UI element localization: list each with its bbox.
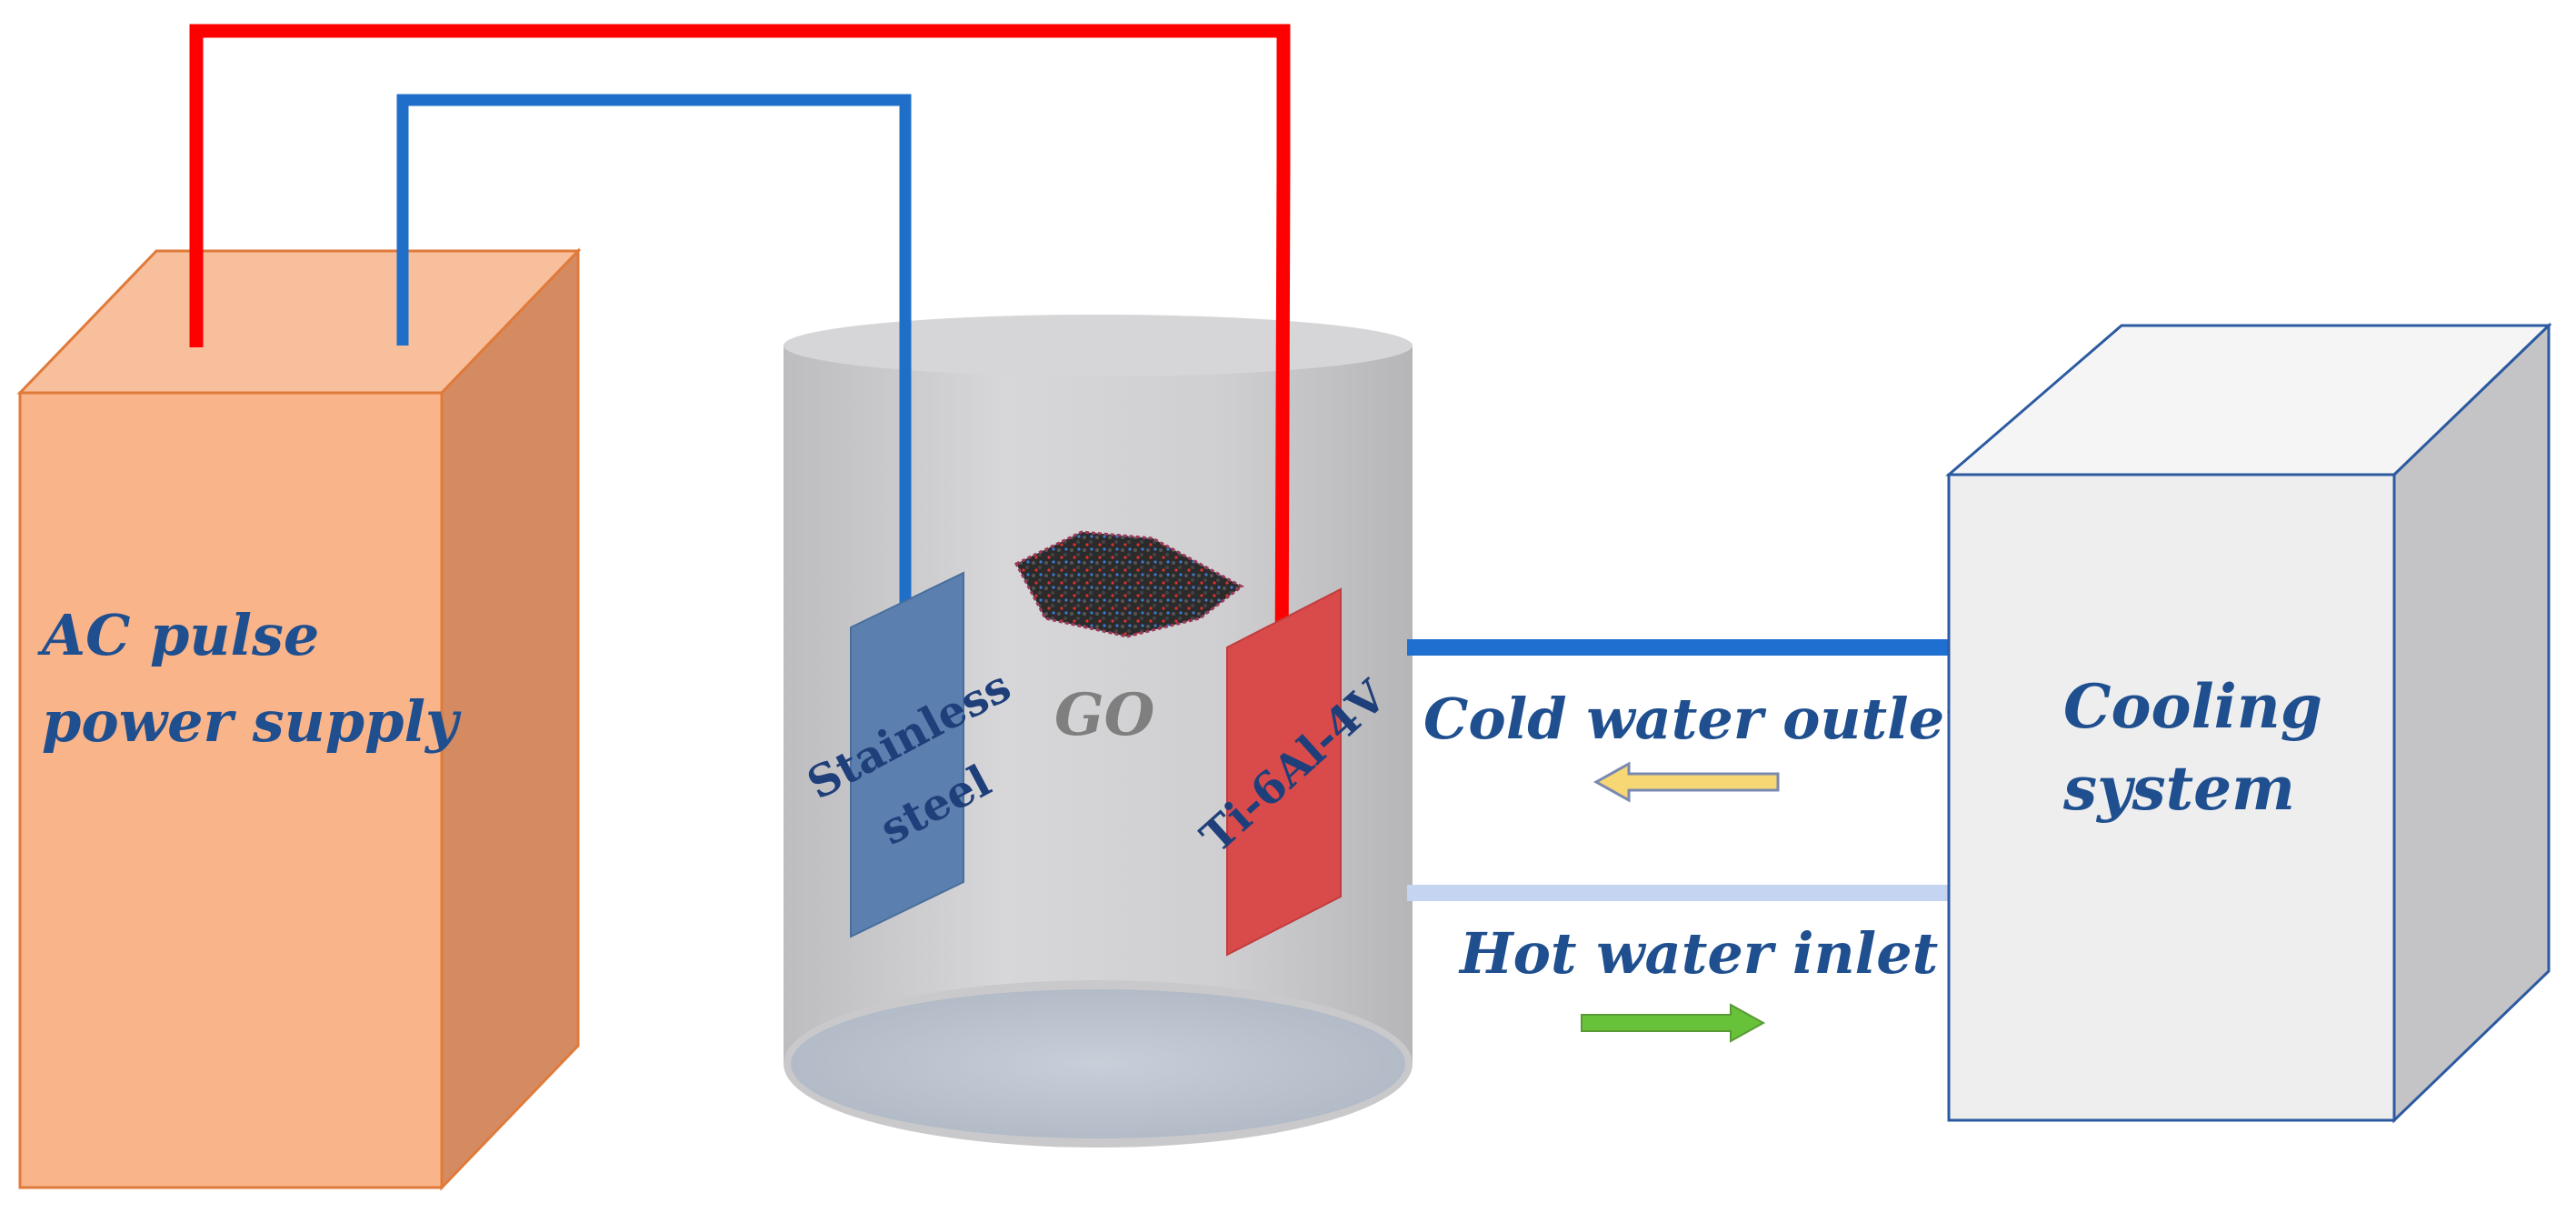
- hot-water-inlet-label: Hot water inlet: [1458, 920, 1939, 987]
- hot-water-arrow-right-icon: [1581, 1003, 1766, 1043]
- anode-plate: [1226, 587, 1342, 957]
- power-supply-box: [16, 247, 582, 1191]
- cooling-label-line1: Cooling: [2063, 671, 2322, 742]
- cold-water-outlet-label: Cold water outlet: [1423, 686, 1971, 752]
- beaker-solution-surface: [791, 989, 1405, 1138]
- power-supply-side-face: [440, 247, 580, 1191]
- power-supply-front-face: [18, 391, 444, 1189]
- go-nanosheet: [1013, 530, 1244, 638]
- negative-wire: [396, 94, 912, 626]
- beaker-rim: [784, 315, 1413, 376]
- cooling-label-line2: system: [2062, 753, 2295, 824]
- power-supply-label-line1: AC pulse: [37, 602, 319, 668]
- cooling-system-box: [1944, 322, 2552, 1124]
- cold-water-arrow-left-icon: [1593, 761, 1780, 803]
- go-label: GO: [1054, 681, 1155, 749]
- cooling-front-face: [1947, 473, 2396, 1122]
- positive-wire: [189, 24, 1291, 683]
- power-supply-label-line2: power supply: [42, 688, 462, 755]
- cathode-plate: [850, 571, 964, 938]
